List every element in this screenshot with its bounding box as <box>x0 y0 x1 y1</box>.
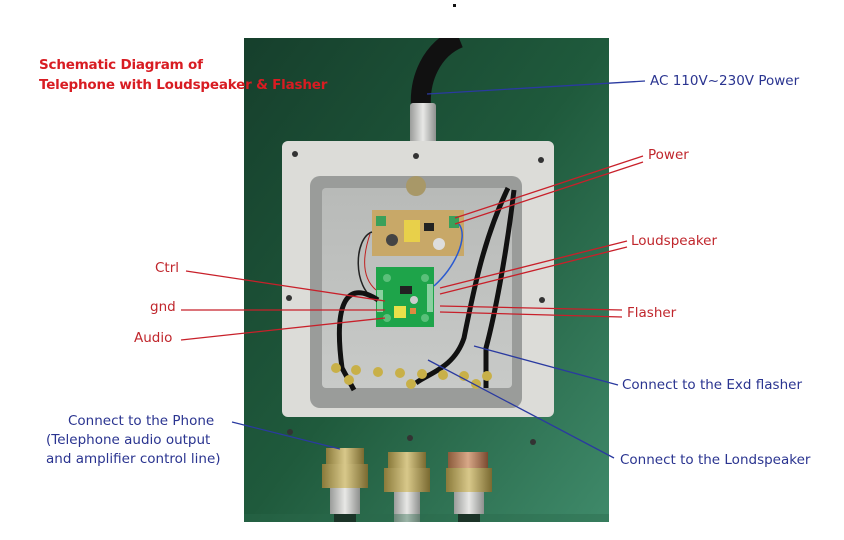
label-gnd: gnd <box>150 299 176 315</box>
stray-dot <box>453 4 456 7</box>
label-phone-line-3: and amplifier control line) <box>46 451 221 467</box>
cable-gland-loudspeaker <box>384 452 430 522</box>
label-phone: Connect to the Phone (Telephone audio ou… <box>46 412 221 469</box>
label-audio: Audio <box>134 330 173 346</box>
cable-gland-phone <box>322 448 368 522</box>
label-ctrl: Ctrl <box>155 260 180 276</box>
junction-box-photo <box>244 38 609 522</box>
label-power: Power <box>648 147 689 163</box>
label-ac-power: AC 110V~230V Power <box>650 73 800 89</box>
title-line-1: Schematic Diagram of <box>39 57 203 73</box>
label-flasher: Flasher <box>627 305 677 321</box>
label-phone-line-2: (Telephone audio output <box>46 432 211 448</box>
label-londspeaker: Connect to the Londspeaker <box>620 452 811 468</box>
top-cable-gland <box>410 103 436 145</box>
title-line-2: Telephone with Loudspeaker & Flasher <box>39 77 328 93</box>
label-phone-line-1: Connect to the Phone <box>68 413 215 429</box>
label-loudspeaker: Loudspeaker <box>631 233 718 249</box>
diagram-title: Schematic Diagram of Telephone with Loud… <box>39 55 327 95</box>
label-exd-flasher: Connect to the Exd flasher <box>622 377 803 393</box>
